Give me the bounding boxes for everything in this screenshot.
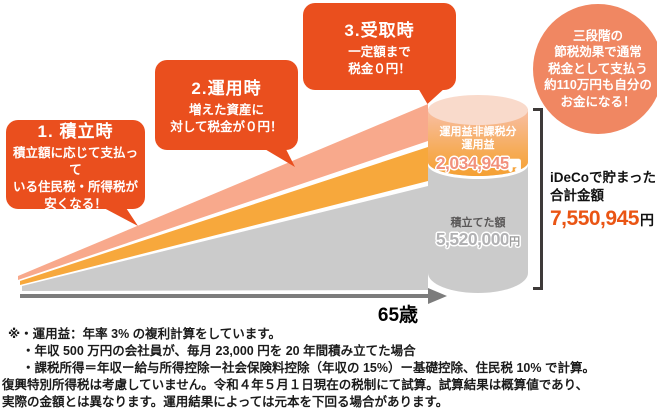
tax-savings-badge: 三段階の 節税効果で通常 税金として支払う 約110万円も自分の お金になる！ — [533, 4, 657, 134]
tax-savings-badge-text: 三段階の 節税効果で通常 税金として支払う 約110万円も自分の お金になる！ — [544, 28, 652, 109]
step-body: 積立額に応じて支払って いる住民税・所得税が 安くなる！ — [12, 145, 138, 211]
cylinder-top-ellipse — [428, 95, 528, 125]
total-label: iDeCoで貯まった 合計金額 — [550, 170, 656, 203]
wedge-principal — [22, 186, 428, 291]
step-bubble-investment: 2.運用時 増えた資産に 対して税金が０円！ — [155, 60, 298, 150]
step-title: 2.運用時 — [191, 79, 262, 98]
footnote-line: 復興特別所得税は考慮していません。令和４年５月１日現在の税制にて試算。試算結果は… — [2, 378, 589, 392]
wedge-nontaxable-gain — [18, 104, 428, 280]
age-axis-label: 65歳 — [377, 305, 419, 326]
footnotes: ※・運用益：年率 3% の複利計算をしています。 ・年収 500 万円の会社員が… — [2, 326, 657, 411]
footnote-line: ・課税所得＝年収ー給与所得控除ー社会保険料控除（年収の 15%）ー基礎控除、住民… — [22, 361, 595, 375]
step-body: 増えた資産に 対して税金が０円！ — [170, 103, 283, 134]
step-bubble-contribution: 1. 積立時 積立額に応じて支払って いる住民税・所得税が 安くなる！ — [6, 120, 145, 211]
footnote-line: 実際の金額とは異なります。運用結果によっては元本を下回る場合があります。 — [2, 395, 449, 409]
age-axis-arrowhead-icon — [428, 288, 447, 304]
step-title: 1. 積立時 — [37, 121, 114, 141]
total-block: iDeCoで貯まった 合計金額 7,550,945 円 — [550, 169, 656, 231]
total-amount-number: 7,550,945 — [550, 207, 639, 230]
principal-label: 積立てた額 — [450, 217, 506, 229]
principal-amount: 5,520,000 円 — [428, 229, 528, 250]
step-title: 3.受取時 — [344, 20, 415, 40]
footnote-line: ※・運用益：年率 3% の複利計算をしています。 — [8, 327, 282, 341]
total-amount: 7,550,945 円 — [550, 207, 656, 231]
principal-amount-number: 5,520,000 — [435, 229, 510, 249]
gain-amount: 2,034,945 円 — [428, 153, 528, 174]
total-bracket — [533, 108, 543, 290]
step-body: 一定額まで 税金０円！ — [348, 44, 411, 76]
total-amount-unit: 円 — [639, 212, 654, 228]
gain-label: 運用益非課税分 運用益 — [439, 126, 517, 151]
savings-cylinder: 運用益非課税分 運用益 2,034,945 円 積立てた額 5,520,000 … — [428, 95, 528, 295]
gain-amount-number: 2,034,945 — [435, 153, 510, 173]
step-bubble-withdrawal: 3.受取時 一定額まで 税金０円！ — [303, 3, 456, 90]
wedge-investment-gain — [20, 147, 428, 285]
footnote-line: ・年収 500 万円の会社員が、毎月 23,000 円を 20 年間積み立てた場… — [22, 344, 416, 358]
gain-amount-unit: 円 — [509, 160, 521, 172]
principal-amount-unit: 円 — [509, 236, 521, 248]
